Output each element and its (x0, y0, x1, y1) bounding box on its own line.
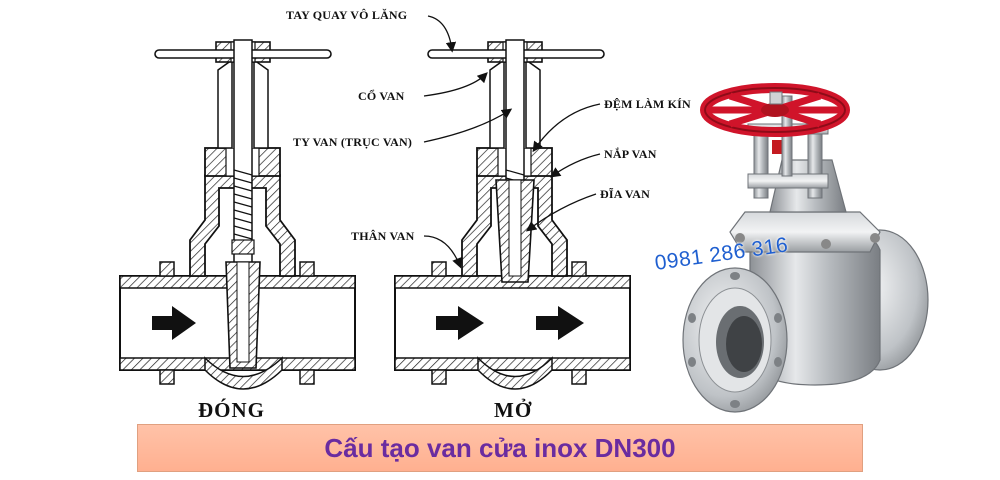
closed-stem (231, 39, 255, 266)
label-body: THÂN VAN (351, 229, 415, 243)
closed-valve-section (119, 39, 356, 390)
caption-banner: Cấu tạo van cửa inox DN300 (137, 424, 863, 472)
label-packing: ĐỆM LÀM KÍN (604, 97, 691, 111)
open-flow-arrow-2 (536, 306, 584, 340)
open-pipe (394, 261, 631, 385)
leader-lines (423, 15, 601, 269)
label-handwheel: TAY QUAY VÔ LĂNG (286, 8, 408, 22)
label-stem: TY VAN (TRỤC VAN) (293, 135, 413, 149)
label-neck: CỔ VAN (358, 89, 405, 103)
valve-diagram (119, 15, 929, 413)
open-body (461, 147, 568, 390)
closed-disc (225, 261, 261, 369)
label-disc: ĐĨA VAN (600, 187, 650, 201)
label-bonnet: NẮP VAN (604, 147, 657, 161)
state-closed-label: ĐÓNG (198, 398, 265, 422)
gate-valve-photo (682, 83, 929, 413)
open-disc (495, 179, 535, 283)
closed-flow-arrow (152, 306, 196, 340)
open-valve-section (394, 39, 631, 390)
caption-text: Cấu tạo van cửa inox DN300 (324, 432, 676, 463)
state-open-label: MỞ (494, 398, 533, 422)
open-flow-arrow-1 (436, 306, 484, 340)
